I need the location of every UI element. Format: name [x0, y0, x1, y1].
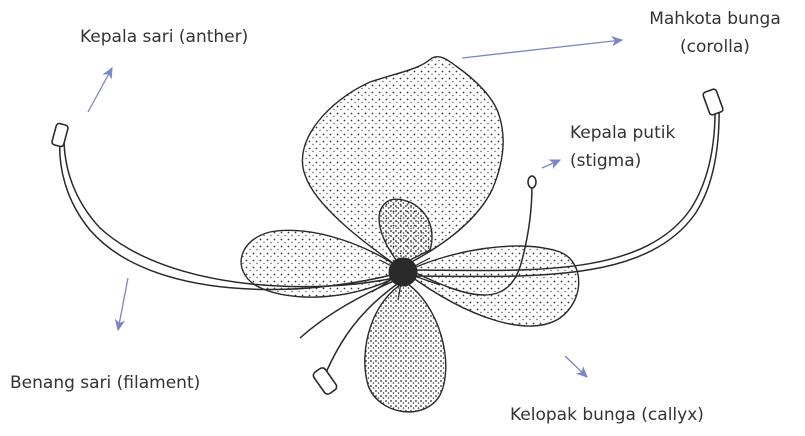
label-stigma-line1: Kepala putik — [570, 122, 675, 144]
label-corolla: Mahkota bunga (corolla) — [640, 8, 790, 58]
arrow-filament — [118, 278, 128, 330]
label-stigma: Kepala putik (stigma) — [570, 122, 675, 172]
sepal-bottom — [365, 282, 446, 412]
arrow-calyx — [565, 356, 587, 377]
anther-right — [702, 88, 723, 115]
arrow-stigma — [542, 160, 560, 168]
stigma — [528, 176, 536, 188]
label-calyx: Kelopak bunga (callyx) — [510, 404, 704, 426]
arrow-anther — [88, 68, 112, 112]
arrow-corolla — [462, 40, 622, 58]
anther-bottom — [312, 366, 338, 395]
label-corolla-line2: (corolla) — [640, 36, 790, 58]
label-anther: Kepala sari (anther) — [80, 26, 248, 48]
label-filament: Benang sari (filament) — [10, 372, 200, 394]
anther-left — [51, 123, 68, 147]
label-corolla-line1: Mahkota bunga — [640, 8, 790, 30]
label-stigma-line2: (stigma) — [570, 150, 675, 172]
